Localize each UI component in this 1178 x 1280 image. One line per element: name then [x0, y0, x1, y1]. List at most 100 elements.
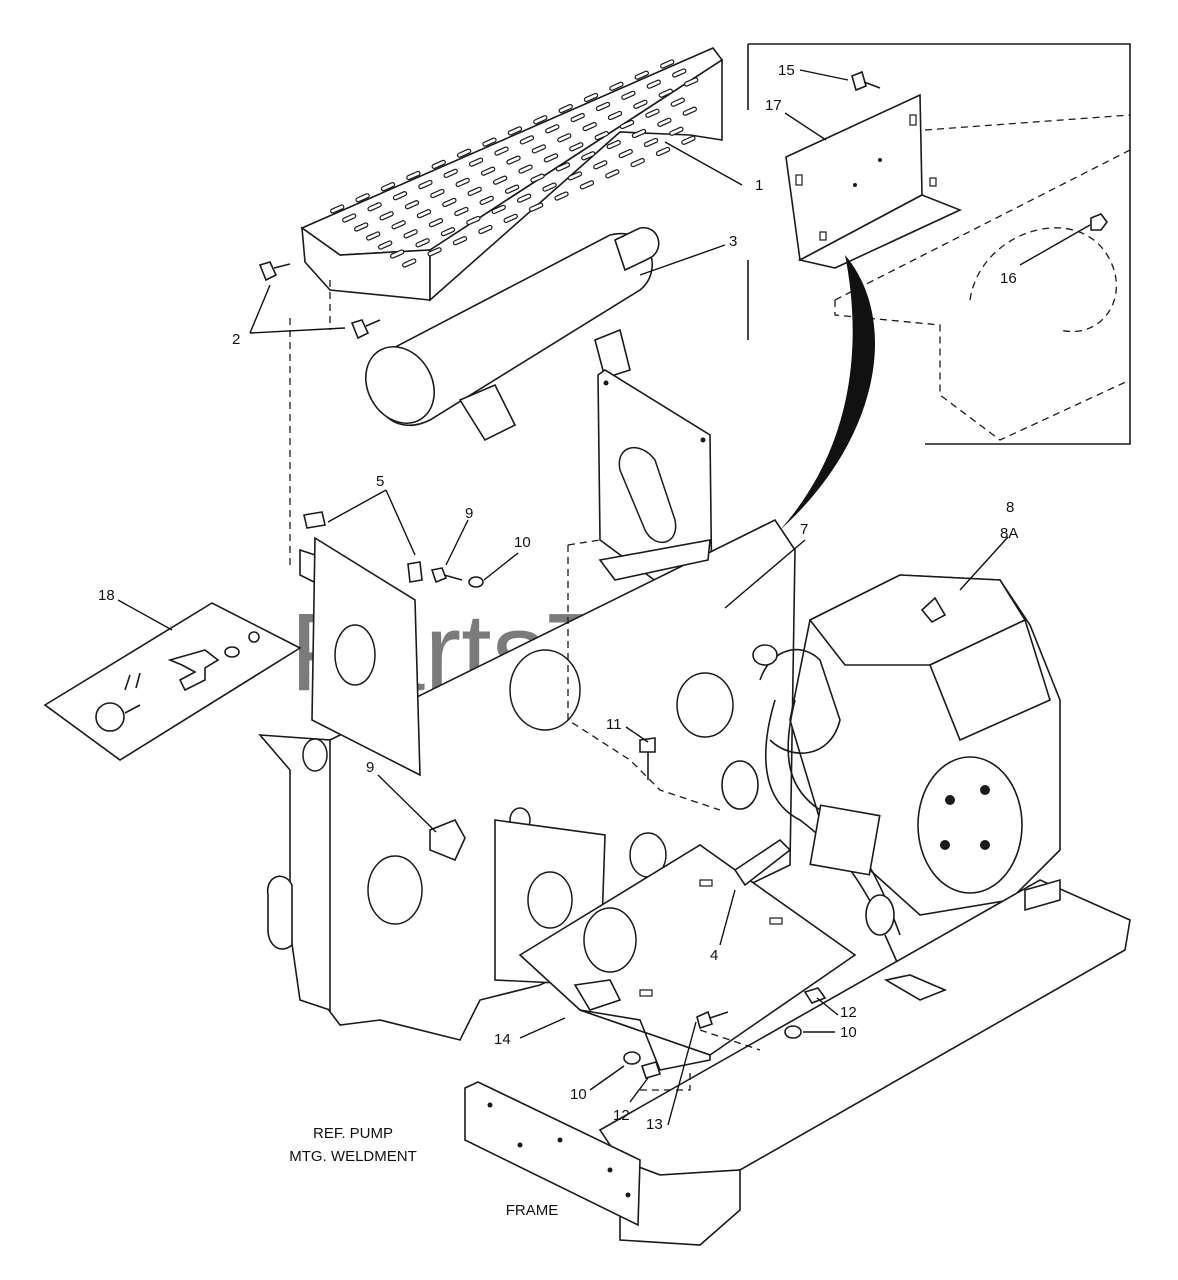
vent-slot — [630, 157, 645, 168]
label-part-15: 15 — [778, 62, 795, 79]
vent-slot — [379, 211, 394, 221]
vent-slot — [554, 191, 569, 201]
vent-slot — [594, 130, 609, 141]
vent-slot — [543, 153, 559, 163]
label-part-9a: 9 — [465, 505, 473, 522]
muffler — [365, 227, 660, 442]
vent-slot — [330, 204, 345, 214]
inset-cutout — [969, 227, 1117, 333]
vent-slot — [545, 124, 560, 134]
vent-slot — [581, 151, 596, 161]
label-part-17: 17 — [765, 97, 782, 114]
label-part-10a: 10 — [514, 534, 531, 551]
vent-slot — [367, 202, 382, 212]
vent-slot — [390, 249, 405, 259]
vent-slot — [570, 112, 585, 123]
vent-slot — [633, 99, 648, 109]
vent-slot — [621, 90, 636, 100]
vent-slot — [506, 155, 521, 165]
label-part-10b: 10 — [840, 1024, 857, 1041]
detail-arrow — [780, 255, 876, 530]
vent-slot — [415, 238, 430, 248]
vent-slot — [583, 92, 599, 103]
vent-slot — [682, 106, 697, 116]
inset-detail — [747, 43, 1131, 530]
vent-slot — [366, 231, 381, 241]
washer-10b — [784, 1025, 802, 1039]
vent-slot — [530, 173, 545, 183]
label-part-11: 11 — [606, 716, 622, 733]
label-part-18: 18 — [98, 587, 115, 604]
vent-slot — [454, 206, 469, 217]
vent-slot — [430, 188, 445, 199]
note-ref-pump-line1: REF. PUMP — [313, 1125, 393, 1142]
assembly-line-c — [640, 1029, 761, 1091]
vent-slot — [431, 159, 446, 170]
assembly-line-a — [289, 280, 331, 565]
vent-slot — [406, 170, 421, 181]
vent-slot — [681, 135, 696, 145]
vent-slot — [531, 144, 547, 154]
note-frame: FRAME — [506, 1202, 559, 1219]
vent-slot — [403, 229, 418, 239]
bolt-2a — [258, 261, 278, 282]
vent-slot — [452, 236, 468, 246]
label-part-10c: 10 — [570, 1086, 587, 1103]
frame — [598, 878, 1131, 1246]
vent-slot — [392, 191, 408, 201]
pump-mount-bracket — [518, 844, 857, 1071]
vent-slot — [342, 213, 357, 223]
vent-slot — [428, 218, 444, 228]
bolt-13 — [696, 1010, 714, 1030]
label-part-14: 14 — [494, 1031, 511, 1048]
vent-slot — [555, 162, 571, 172]
vent-slot — [494, 146, 509, 156]
vent-slot — [672, 68, 687, 78]
vent-slot — [440, 227, 456, 237]
inset-frame-outline — [834, 149, 1131, 441]
leader-lines — [117, 69, 1091, 1126]
vent-slot — [655, 146, 671, 157]
vent-slot — [467, 186, 482, 197]
washer-10c — [623, 1051, 641, 1065]
vent-slot — [507, 126, 523, 136]
engine — [721, 574, 1061, 981]
vent-slot — [416, 209, 432, 219]
vent-slot — [669, 126, 684, 136]
vent-slot — [684, 77, 699, 87]
label-part-5: 5 — [376, 473, 384, 490]
vent-slot — [491, 204, 506, 215]
vent-slot — [378, 240, 393, 250]
vent-slot — [391, 220, 406, 230]
vent-slot — [492, 175, 508, 185]
vent-slot — [569, 142, 584, 152]
vent-slot — [634, 70, 649, 80]
vent-slot — [528, 202, 544, 212]
vent-slot — [670, 97, 685, 107]
vent-slot — [418, 179, 433, 190]
vent-slot — [456, 148, 472, 158]
vent-slot — [404, 200, 420, 210]
clip-5b — [407, 561, 423, 583]
vent-slot — [607, 110, 623, 121]
washer-10a — [468, 576, 484, 588]
vent-slot — [482, 137, 497, 147]
nut-16 — [1090, 213, 1108, 231]
bolt-9a — [430, 567, 448, 584]
vent-slot — [468, 157, 484, 167]
label-part-8: 8 — [1006, 499, 1014, 516]
label-part-4: 4 — [710, 947, 718, 964]
vent-slot — [380, 182, 396, 192]
star-knob-9 — [429, 818, 466, 862]
vent-slot — [455, 177, 470, 188]
vent-slot — [533, 115, 548, 125]
vent-slot — [645, 108, 660, 118]
label-part-8a: 8A — [1000, 525, 1018, 542]
label-part-1: 1 — [755, 177, 763, 194]
vent-slot — [646, 79, 661, 89]
note-ref-pump-line2: MTG. WELDMENT — [289, 1148, 417, 1165]
label-part-7: 7 — [800, 521, 808, 538]
vent-slot — [557, 133, 572, 143]
vent-slot — [579, 180, 595, 190]
vent-slot — [618, 148, 633, 159]
